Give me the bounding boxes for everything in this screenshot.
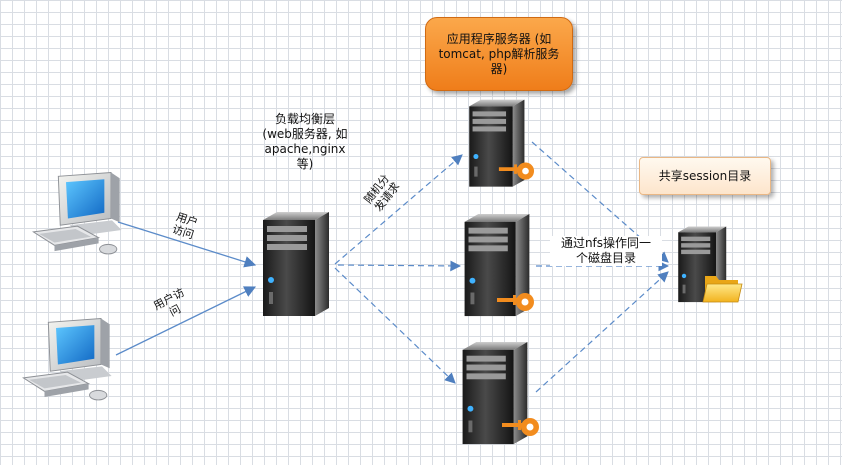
desktop-computer-icon xyxy=(32,172,123,255)
dispatch-line-mid xyxy=(337,260,462,272)
access-line-bottom xyxy=(115,286,257,356)
dispatch-line-top xyxy=(334,154,463,265)
desktop-computer-icon xyxy=(22,318,113,401)
nfs-label: 通过nfs操作同一 个磁盘目录 xyxy=(550,236,662,266)
app-server-box: 应用程序服务器 (如tomcat, php解析服务器) xyxy=(425,17,573,91)
dispatch-line-bottom xyxy=(334,267,456,384)
shared-session-box: 共享session目录 xyxy=(639,157,771,195)
folder-icon xyxy=(702,276,743,303)
app-server-label: 应用程序服务器 (如tomcat, php解析服务器) xyxy=(438,31,560,76)
access-line-top xyxy=(117,221,257,268)
tower-server-icon xyxy=(263,212,329,316)
load-balancer-label: 负载均衡层 (web服务器, 如apache,nginx 等) xyxy=(262,112,348,171)
shared-session-label: 共享session目录 xyxy=(658,168,752,183)
tower-server-icon xyxy=(462,341,528,445)
nfs-line-bottom xyxy=(535,271,669,393)
